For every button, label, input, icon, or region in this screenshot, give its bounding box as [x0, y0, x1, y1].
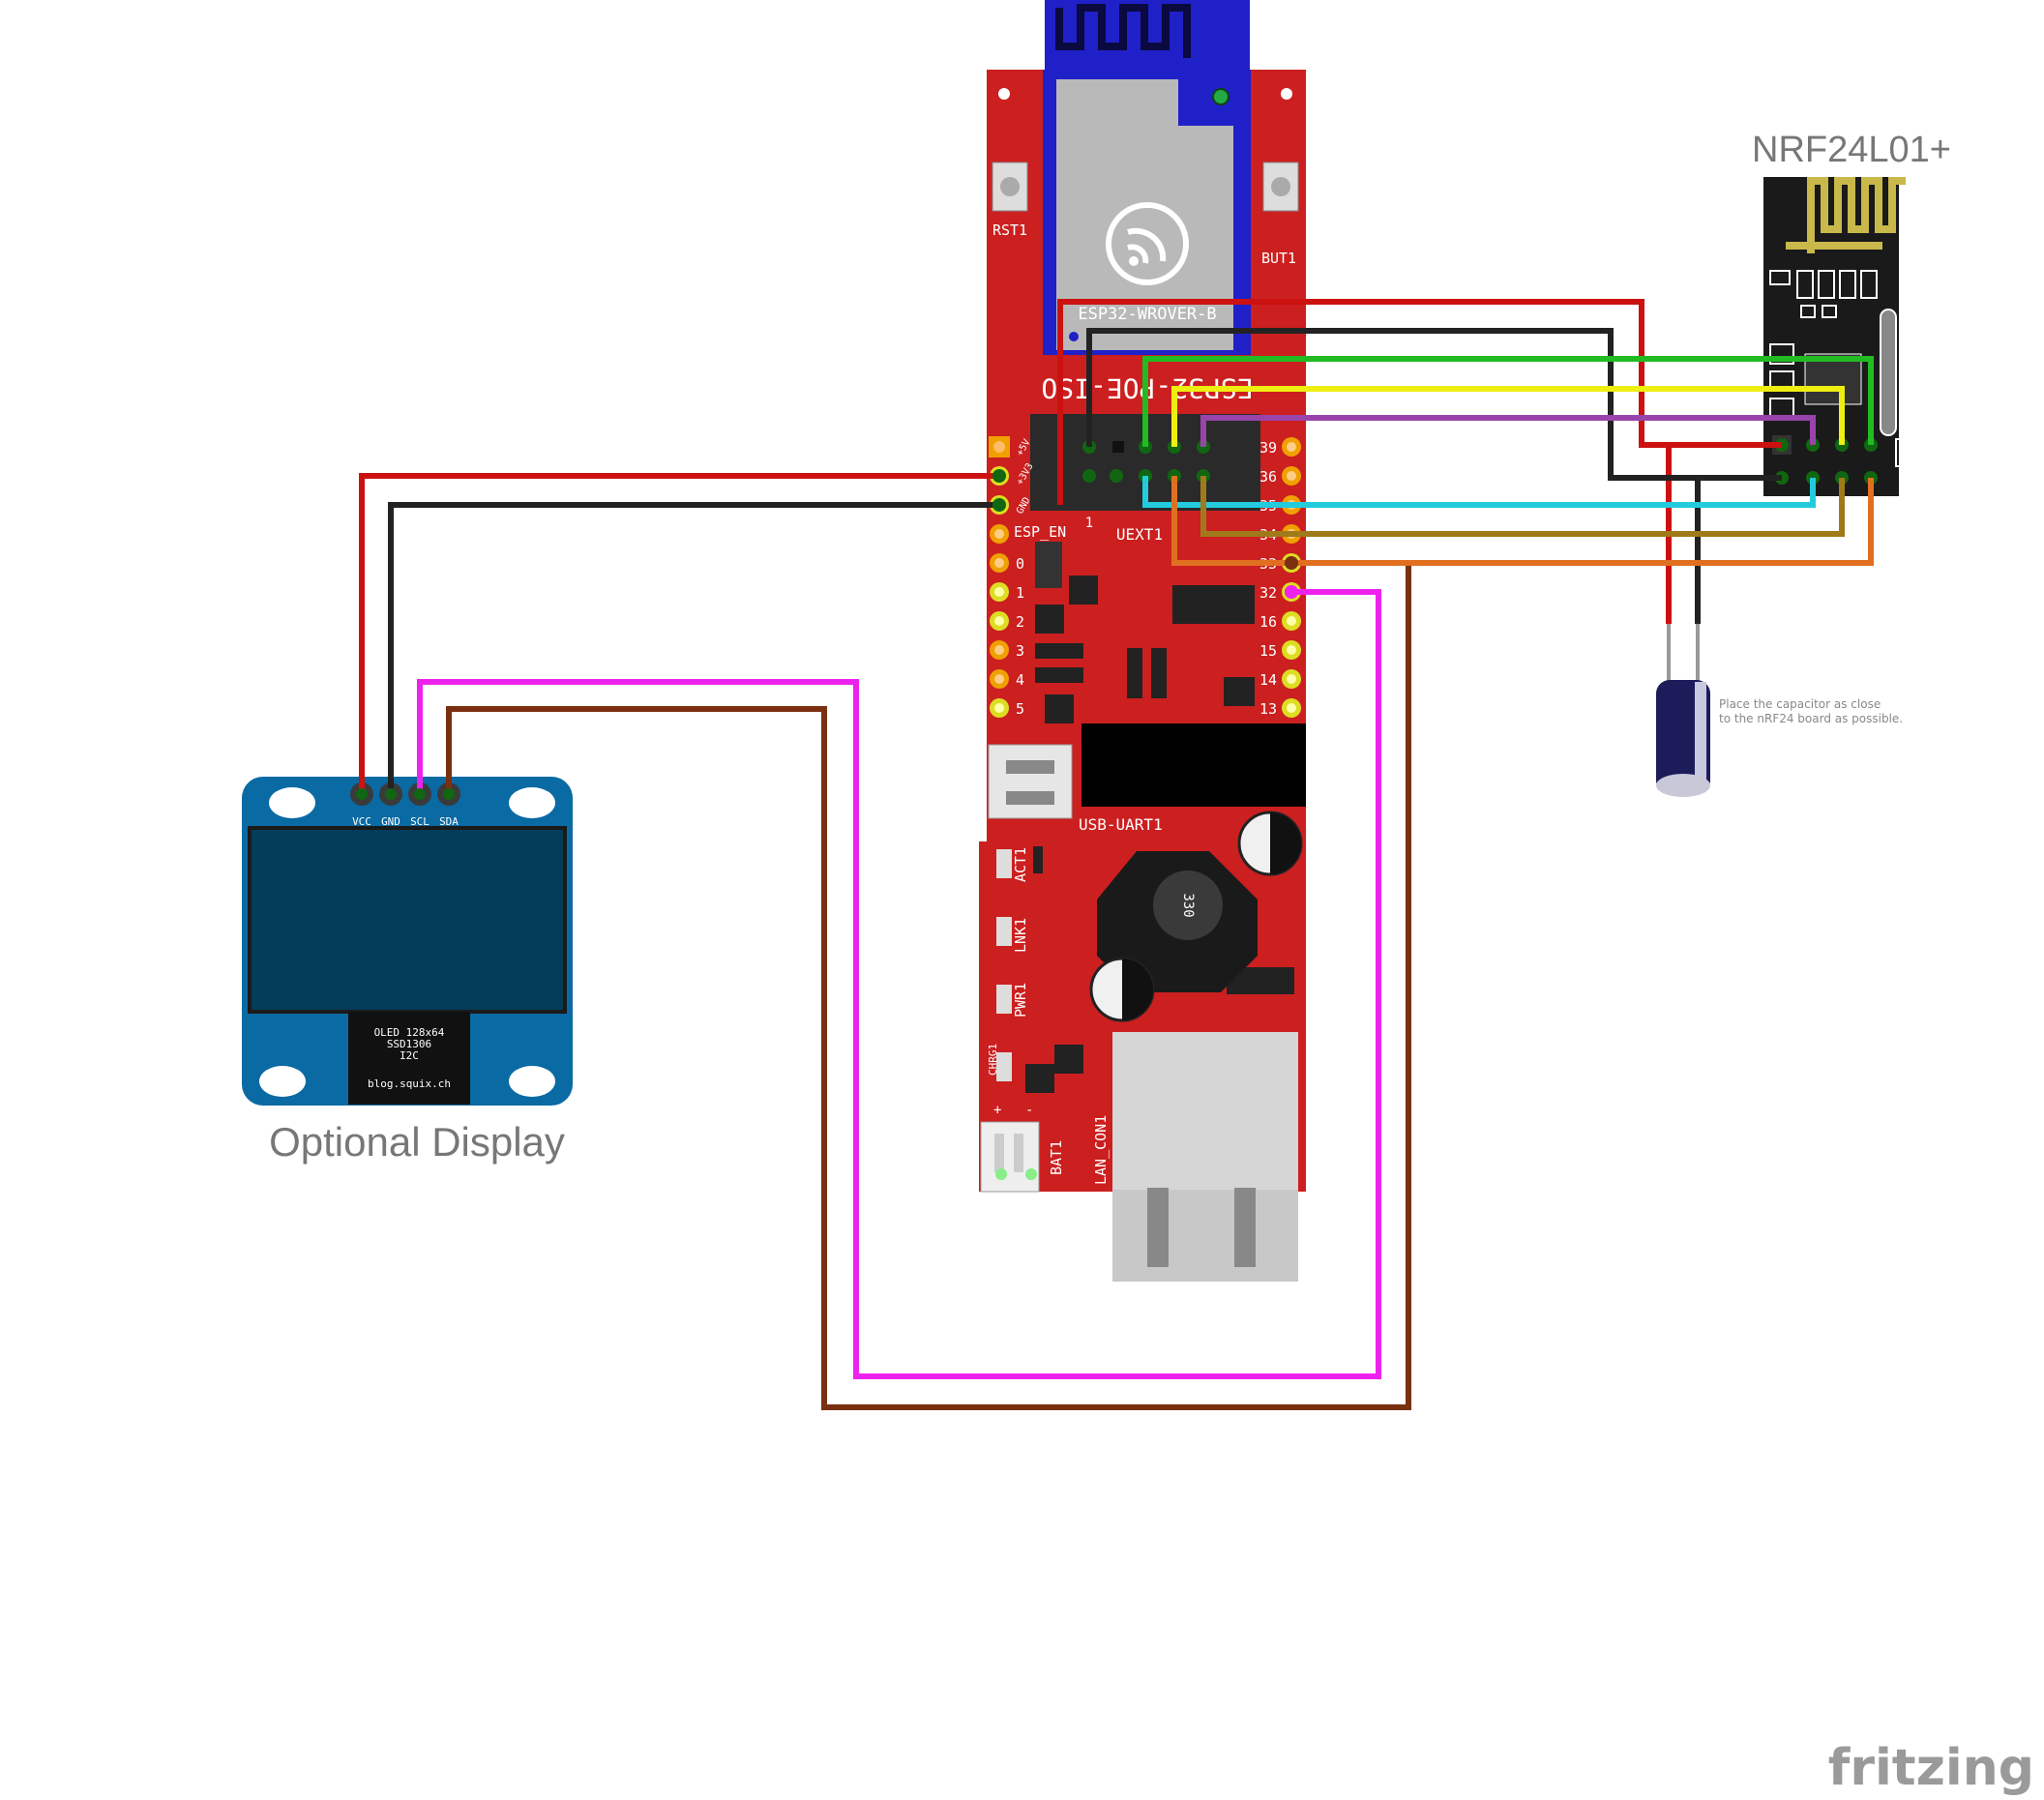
oled-pin-label-sda: SDA: [439, 815, 459, 828]
module-dot: [1069, 332, 1079, 341]
lan-jack-latch: [1234, 1188, 1256, 1267]
pin-label-5: 5: [1016, 700, 1024, 718]
oled-mount-hole: [509, 1066, 555, 1097]
battery-connector[interactable]: [980, 1121, 1040, 1193]
led-label-pwr: PWR1: [1012, 983, 1029, 1018]
usb-port-slot: [1006, 760, 1054, 774]
uext-pin1-label: 1: [1085, 516, 1093, 531]
usb-port-slot: [1006, 791, 1054, 805]
led-label-chrg: CHRG1: [987, 1044, 999, 1076]
wire-nrf-gnd: [1086, 328, 1782, 481]
pcb-mount-hole: [1281, 88, 1292, 100]
nrf24l01-module: NRF24L01+: [1752, 130, 1951, 496]
usb-connector[interactable]: [988, 744, 1073, 819]
oled-mount-hole: [509, 787, 555, 818]
module-led-icon: [1212, 88, 1229, 105]
pin-label-3: 3: [1016, 642, 1024, 660]
battery-contact: [1014, 1134, 1023, 1172]
pin-label-esp-en: ESP_EN: [1014, 523, 1066, 541]
pin-label-39: 39: [1259, 439, 1277, 457]
electrolytic-capacitor-icon: [1089, 957, 1155, 1022]
left-gpio-header: [990, 524, 1009, 718]
capacitor-stripe: [1695, 682, 1706, 790]
oled-mount-hole: [259, 1066, 306, 1097]
wire-end-markers: [356, 469, 1298, 800]
smd-components: [996, 542, 1306, 1093]
antenna-trace-icon: [1055, 4, 1191, 58]
capacitor-note-line: Place the capacitor as close: [1719, 697, 1881, 711]
electrolytic-capacitor-icon: [1237, 811, 1303, 876]
oled-pin-label-gnd: GND: [381, 815, 400, 828]
battery-contact: [994, 1134, 1004, 1172]
battery-pin: [1025, 1168, 1037, 1180]
oled-display: OLED 128x64 SSD1306 I2C blog.squix.ch VC…: [242, 777, 573, 1165]
wire-nrf-orange: [1171, 476, 1874, 566]
module-label: ESP32-WROVER-B: [1078, 305, 1216, 324]
battery-plus-label: +: [993, 1103, 1001, 1118]
capacitor-note-line: to the nRF24 board as possible.: [1719, 712, 1903, 725]
wire-nrf-olive: [1200, 476, 1845, 537]
nrf24-crystal: [1881, 310, 1896, 435]
boot-label: BUT1: [1261, 250, 1296, 267]
wire-nrf-green: [1142, 356, 1874, 447]
decoupling-capacitor: Place the capacitor as close to the nRF2…: [1656, 624, 1903, 797]
boot-button-cap-icon: [1271, 177, 1290, 196]
fritzing-brand: fritzing: [1828, 1739, 2034, 1797]
wires: [359, 299, 1874, 1410]
uext-label: UEXT1: [1116, 525, 1163, 544]
nrf24-antenna-icon: [1807, 177, 1906, 253]
oled-screen: [248, 826, 567, 1014]
oled-info-label-bg: [348, 1012, 470, 1105]
oled-pin-label-scl: SCL: [410, 815, 430, 828]
wire-oled-vcc: [359, 473, 999, 794]
pin-label-2: 2: [1016, 613, 1024, 631]
oled-info-line: OLED 128x64: [374, 1026, 445, 1039]
right-gpio-header: [1282, 437, 1301, 718]
oled-info-line: SSD1306: [387, 1038, 431, 1050]
espressif-logo-icon: [1106, 202, 1189, 285]
oled-caption: Optional Display: [269, 1119, 565, 1165]
pin-label-14: 14: [1259, 671, 1277, 689]
pin-label-4: 4: [1016, 671, 1024, 689]
led-label-lnk: LNK1: [1012, 918, 1029, 953]
lan-jack-front: [1112, 1190, 1298, 1282]
inductor-label: 330: [1180, 893, 1196, 917]
wire-nrf-yellow: [1171, 386, 1845, 447]
oled-site-label: blog.squix.ch: [368, 1077, 451, 1090]
pin-label-32: 32: [1259, 584, 1277, 602]
battery-minus-label: -: [1025, 1103, 1033, 1118]
nrf24-antenna-base: [1786, 242, 1882, 250]
battery-label: BAT1: [1048, 1140, 1065, 1175]
inductor-core: [1153, 870, 1223, 940]
reset-button-cap-icon: [1000, 177, 1020, 196]
pin-label-15: 15: [1259, 642, 1277, 660]
oled-pin-label-vcc: VCC: [352, 815, 371, 828]
reset-label: RST1: [992, 221, 1027, 239]
nrf24-smd-parts: [1769, 270, 1909, 467]
lan-jack-latch: [1147, 1188, 1169, 1267]
wire-nrf-vcc: [1057, 299, 1782, 505]
wire-nrf-purple: [1200, 415, 1816, 447]
led-label-act: ACT1: [1012, 847, 1029, 882]
lan-label: LAN_CON1: [1092, 1115, 1110, 1185]
pin-label-1: 1: [1016, 584, 1024, 602]
wire-oled-gnd: [388, 502, 999, 794]
oled-info-line: I2C: [400, 1049, 419, 1062]
oled-mount-hole: [269, 787, 315, 818]
pin-label-0: 0: [1016, 555, 1024, 573]
wire-oled-scl: [417, 589, 1381, 1379]
capacitor-base: [1656, 774, 1710, 797]
pin-label-13: 13: [1259, 700, 1277, 718]
pin-label-36: 36: [1259, 468, 1277, 486]
pcb-mount-hole: [998, 88, 1010, 100]
battery-pin: [995, 1168, 1007, 1180]
nrf24-title: NRF24L01+: [1752, 130, 1951, 170]
esp32-poe-iso-board: ESP32-WROVER-B RST1 BUT1 ESP32-POE-ISO U…: [979, 0, 1306, 1282]
pin-label-16: 16: [1259, 613, 1277, 631]
usb-label: USB-UART1: [1079, 815, 1163, 834]
wire-nrf-cyan: [1142, 476, 1816, 508]
